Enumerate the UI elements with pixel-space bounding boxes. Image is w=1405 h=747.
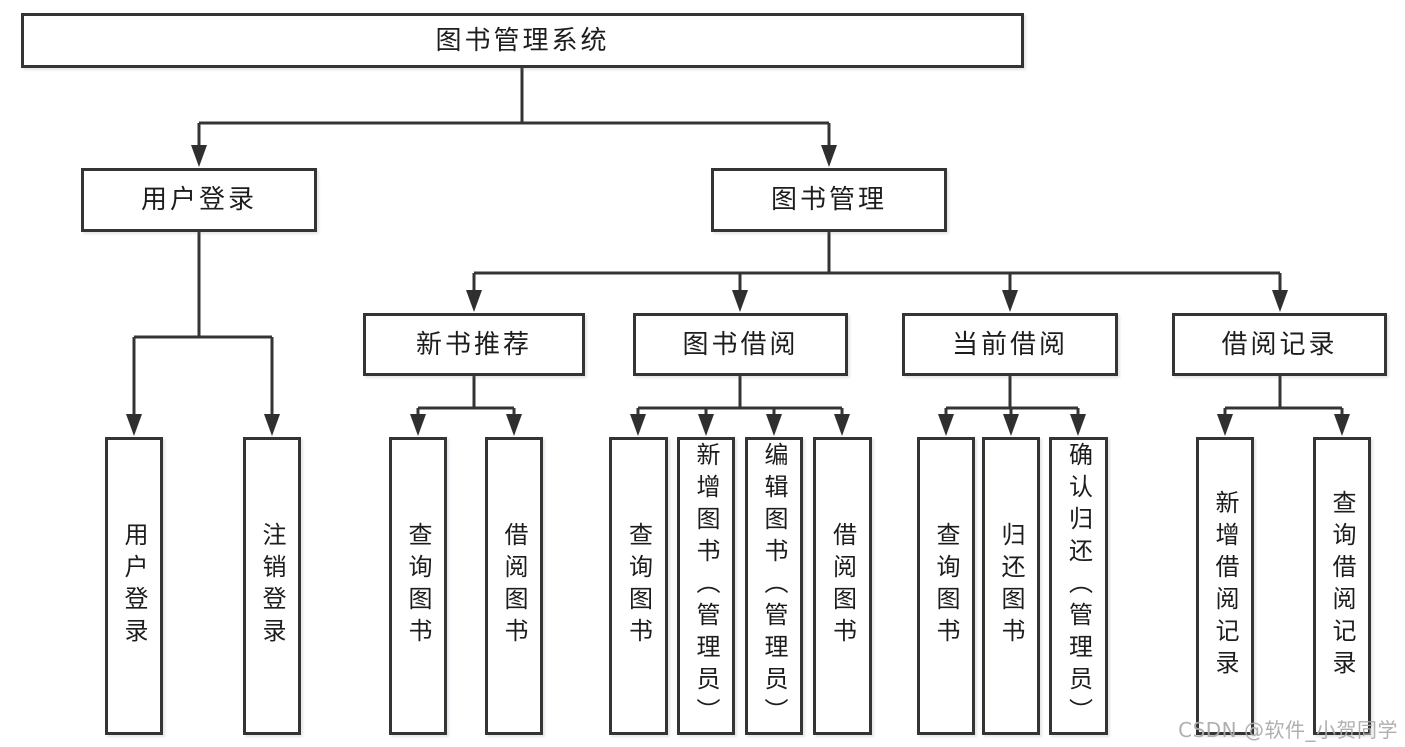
node-add-book-label: 新增图书（管理员） — [692, 442, 720, 730]
node-query-borrow-record: 查询借阅记录 — [1313, 437, 1371, 735]
arrowhead — [1003, 414, 1019, 436]
arrowhead — [821, 145, 837, 167]
node-book-borrow: 图书借阅 — [633, 313, 848, 376]
node-query-book-2: 查询图书 — [609, 437, 668, 735]
arrowhead — [1070, 414, 1086, 436]
node-query-borrow-record-label: 查询借阅记录 — [1328, 490, 1356, 682]
node-user-login-label: 用户登录 — [140, 185, 257, 215]
node-borrow-record: 借阅记录 — [1172, 313, 1387, 376]
connector-userlogin-children — [132, 232, 274, 420]
node-return-book: 归还图书 — [982, 437, 1040, 735]
connector-bookmgmt-children — [472, 232, 1282, 296]
node-return-book-label: 归还图书 — [997, 522, 1025, 650]
arrowhead — [264, 414, 280, 436]
node-add-book: 新增图书（管理员） — [677, 437, 735, 735]
connector-borrowrecord-children — [1223, 376, 1344, 420]
arrowhead — [126, 414, 142, 436]
connector-bookborrow-children — [636, 376, 844, 420]
arrowhead — [732, 290, 748, 312]
node-current-borrow-label: 当前借阅 — [951, 329, 1068, 360]
arrowhead — [1272, 290, 1288, 312]
node-borrow-record-label: 借阅记录 — [1221, 329, 1338, 360]
node-new-book-recommend-label: 新书推荐 — [415, 329, 532, 360]
arrowhead — [630, 414, 646, 436]
node-root: 图书管理系统 — [21, 13, 1024, 68]
node-borrow-book-1: 借阅图书 — [485, 437, 543, 735]
node-edit-book: 编辑图书（管理员） — [745, 437, 803, 735]
node-query-book-3-label: 查询图书 — [932, 522, 960, 650]
node-login-user-label: 用户登录 — [120, 522, 148, 650]
arrowhead — [698, 414, 714, 436]
arrowhead — [834, 414, 850, 436]
node-book-management: 图书管理 — [711, 168, 947, 232]
node-query-book-1: 查询图书 — [389, 437, 447, 735]
node-login-user: 用户登录 — [105, 437, 163, 735]
connector-root-to-level2 — [197, 68, 831, 150]
arrowhead — [1334, 414, 1350, 436]
node-current-borrow: 当前借阅 — [902, 313, 1118, 376]
node-edit-book-label: 编辑图书（管理员） — [760, 442, 788, 730]
arrowhead — [191, 145, 207, 167]
node-logout-user-label: 注销登录 — [258, 522, 286, 650]
arrowhead — [1002, 290, 1018, 312]
node-book-borrow-label: 图书借阅 — [682, 329, 799, 360]
node-query-book-2-label: 查询图书 — [624, 522, 653, 650]
node-root-label: 图书管理系统 — [435, 25, 610, 56]
node-logout-user: 注销登录 — [243, 437, 301, 735]
node-confirm-return-label: 确认归还（管理员） — [1064, 442, 1093, 730]
node-add-borrow-record-label: 新增借阅记录 — [1211, 490, 1239, 682]
connector-newbookrec-children — [416, 376, 516, 420]
arrowhead — [506, 414, 522, 436]
node-user-login: 用户登录 — [81, 168, 317, 232]
node-query-book-3: 查询图书 — [917, 437, 975, 735]
node-confirm-return: 确认归还（管理员） — [1049, 437, 1108, 735]
arrowhead — [938, 414, 954, 436]
arrowhead — [466, 290, 482, 312]
node-borrow-book-2-label: 借阅图书 — [828, 522, 857, 650]
arrowhead — [1217, 414, 1233, 436]
node-borrow-book-2: 借阅图书 — [813, 437, 872, 735]
arrowhead — [766, 414, 782, 436]
connector-currentborrow-children — [944, 376, 1080, 420]
node-add-borrow-record: 新增借阅记录 — [1196, 437, 1254, 735]
node-new-book-recommend: 新书推荐 — [363, 313, 585, 376]
node-query-book-1-label: 查询图书 — [404, 522, 432, 650]
node-book-management-label: 图书管理 — [770, 185, 887, 215]
arrowhead — [410, 414, 426, 436]
node-borrow-book-1-label: 借阅图书 — [500, 522, 528, 650]
